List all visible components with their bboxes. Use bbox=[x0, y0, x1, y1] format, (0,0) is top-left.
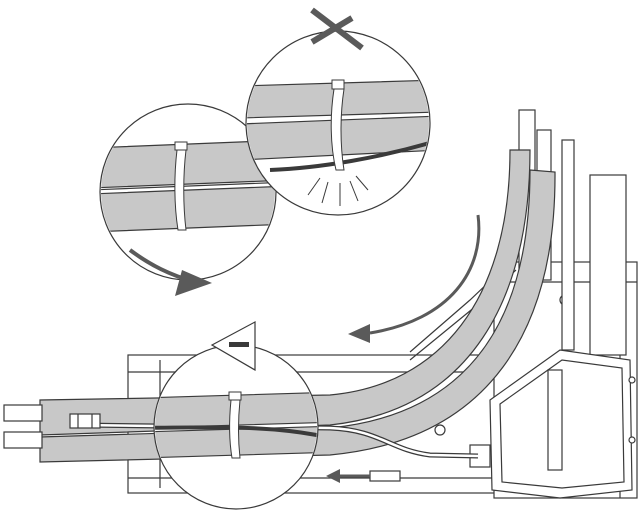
plug bbox=[3, 431, 43, 449]
post bbox=[589, 174, 627, 356]
arrow-curved-right-icon bbox=[128, 248, 212, 296]
arrow-curved-left-icon bbox=[348, 214, 481, 343]
screw-hole bbox=[434, 424, 446, 436]
thin-wire-core bbox=[79, 423, 479, 458]
zoom-circle-correct-tie bbox=[153, 344, 319, 510]
junction-box bbox=[469, 349, 636, 499]
post bbox=[561, 139, 575, 351]
arrow-left-icon bbox=[326, 469, 401, 483]
stress-lines bbox=[307, 175, 369, 206]
connector-plugs bbox=[3, 404, 101, 449]
inline-connector bbox=[69, 413, 101, 429]
cross-icon bbox=[310, 7, 364, 51]
cable-tie-icon bbox=[174, 141, 188, 231]
cable-tie-icon bbox=[330, 79, 345, 171]
plug bbox=[3, 404, 43, 422]
zoom-circle-tie-tight bbox=[99, 103, 277, 281]
zoom-circle-incorrect-tie bbox=[245, 30, 431, 216]
cable-tie-icon bbox=[228, 391, 242, 459]
warning-triangle-icon bbox=[210, 320, 256, 372]
